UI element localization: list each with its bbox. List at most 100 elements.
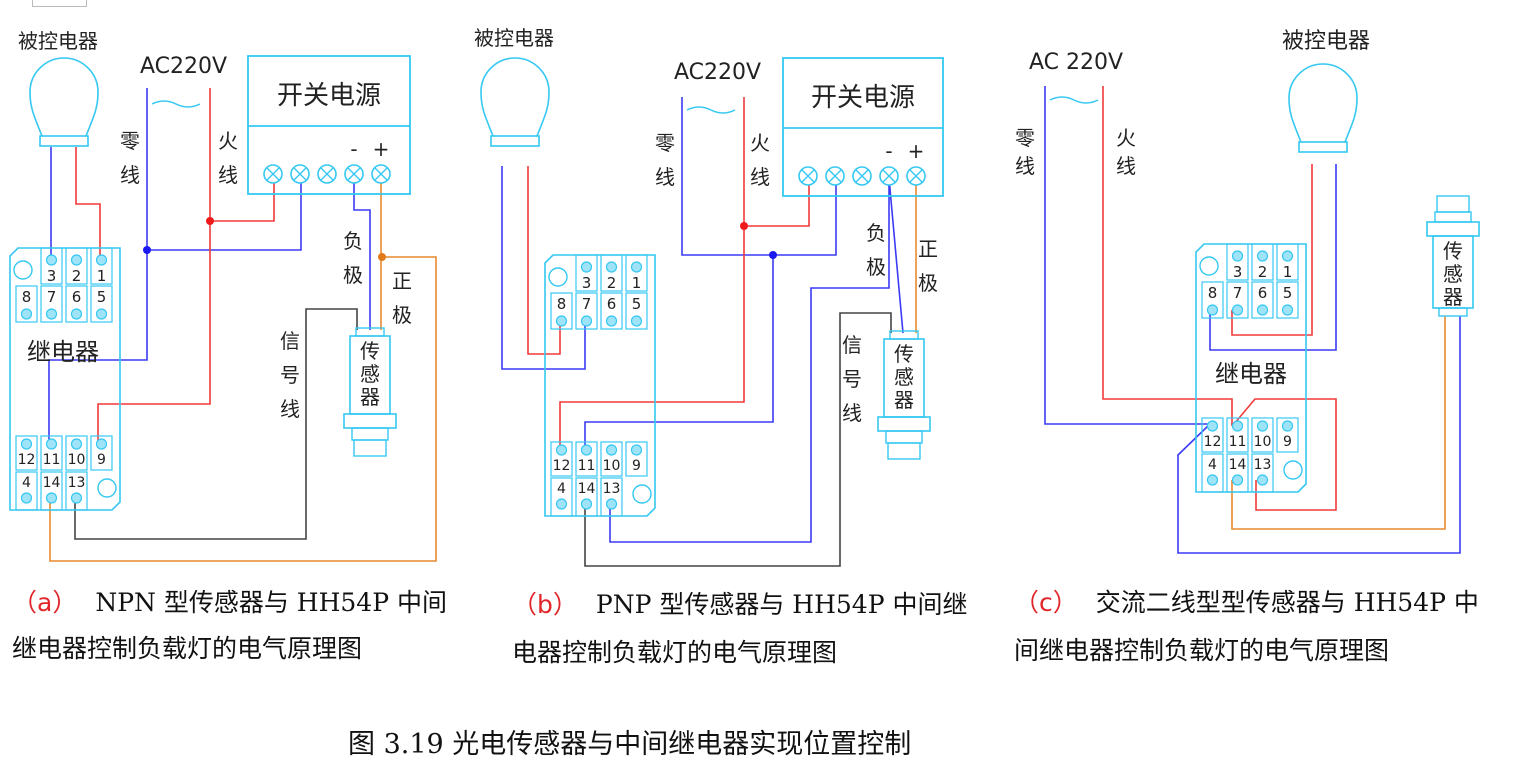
- relay-terminal-cell: [550, 477, 573, 517]
- sensor-nut: [877, 416, 931, 432]
- wire-neutral-psu: [147, 174, 302, 251]
- caption-a-tag: （a）: [12, 588, 78, 617]
- neutral-label: 线: [1015, 154, 1035, 178]
- psu-minus-label: -: [885, 139, 892, 163]
- ac-wave-icon: [686, 106, 736, 114]
- relay-terminal-cell: [40, 285, 63, 323]
- wire-signal: [584, 312, 892, 567]
- sensor-nut: [1426, 221, 1480, 237]
- load-label: 被控电器: [1282, 29, 1370, 54]
- junction-dot: [378, 253, 386, 261]
- relay-terminal-cell: [1226, 281, 1249, 319]
- junction-dot: [769, 251, 777, 259]
- live-label: 火: [750, 131, 770, 155]
- negative-pole-label: 极: [866, 255, 886, 279]
- positive-pole-label: 极: [918, 271, 938, 295]
- live-label: 线: [1116, 154, 1136, 178]
- relay-pin-label: 9: [97, 452, 106, 468]
- sensor-label: 感: [894, 365, 914, 389]
- relay-pin-label: 1: [632, 274, 642, 292]
- psu-title: 开关电源: [811, 83, 915, 113]
- signal-line-label: 号: [280, 363, 300, 387]
- terminal-cross-icon: [828, 169, 842, 183]
- relay-pin-label: 14: [43, 475, 61, 491]
- relay-pin-icon: [630, 444, 643, 456]
- relay-label: 继电器: [1215, 360, 1287, 388]
- wire-live: [1102, 86, 1233, 426]
- junction-dot: [740, 222, 748, 230]
- bulb-glass-icon: [1288, 63, 1358, 143]
- load-label: 被控电器: [474, 26, 554, 50]
- relay-pin-icon: [630, 261, 643, 273]
- wire-negative-sensor: [888, 177, 904, 334]
- relay-pin-icon: [1231, 304, 1244, 316]
- relay-pin-label: 6: [72, 288, 82, 306]
- relay-pin-label: 13: [1254, 457, 1272, 473]
- live-label: 线: [218, 163, 238, 187]
- relay-body: [9, 247, 121, 511]
- relay-pin-icon: [605, 444, 618, 456]
- relay-pin-icon: [45, 254, 58, 266]
- relay-pin-icon: [1231, 420, 1244, 432]
- ac-wave-icon: [1049, 96, 1099, 104]
- relay-pin-icon: [45, 438, 58, 450]
- wire-neutral: [1044, 86, 1208, 425]
- relay-pin-icon: [580, 315, 593, 327]
- relay-hole-icon: [13, 260, 33, 280]
- terminal-cross-icon: [882, 169, 896, 183]
- live-label: 线: [750, 165, 770, 189]
- load-label: 被控电器: [18, 29, 98, 53]
- psu-title: 开关电源: [277, 81, 381, 111]
- relay-terminal-cell: [1251, 281, 1274, 319]
- signal-line-label: 信: [280, 329, 300, 353]
- terminal-cross-icon: [855, 169, 869, 183]
- relay-terminal-cell: [575, 477, 598, 517]
- relay-pin-icon: [1281, 250, 1294, 262]
- wire-neutral-relay: [584, 255, 774, 450]
- bulb-base-icon: [490, 135, 540, 147]
- relay-pin-icon: [1256, 304, 1269, 316]
- relay-pin-label: 7: [582, 295, 592, 313]
- signal-line-label: 号: [842, 367, 862, 391]
- ac-voltage-label: AC220V: [140, 54, 227, 79]
- bulb-base-icon: [1298, 141, 1348, 153]
- wire-live-psu: [210, 174, 275, 222]
- relay-pin-icon: [1206, 304, 1219, 316]
- neutral-label: 线: [655, 165, 675, 189]
- page-corner-mark: [32, 0, 87, 7]
- psu-box: [247, 55, 411, 195]
- wire-sensor-blue: [1177, 316, 1461, 554]
- relay-hole-icon: [1199, 256, 1219, 276]
- relay-pin-label: 4: [1208, 457, 1217, 473]
- negative-pole-label: 负: [866, 221, 886, 245]
- terminal-cross-icon: [909, 169, 923, 183]
- caption-c: （c）交流二线型型传感器与 HH54P 中: [1014, 590, 1479, 615]
- relay-pin-icon: [1256, 250, 1269, 262]
- sensor-neck: [885, 430, 923, 444]
- bulb-c: [1288, 63, 1358, 153]
- relay-pin-label: 8: [557, 295, 567, 313]
- relay-terminal-cell: [600, 254, 623, 292]
- relay-terminal-cell: [625, 441, 648, 477]
- relay-pin-icon: [555, 444, 568, 456]
- wire-negative-relay: [609, 178, 890, 543]
- relay-pin-label: 10: [68, 452, 86, 468]
- relay-terminal-cell: [550, 441, 573, 477]
- relay-terminal-cell: [1251, 243, 1274, 281]
- wire-bulb-live: [75, 147, 101, 260]
- sensor-nut: [343, 413, 397, 429]
- relay-pin-label: 13: [603, 481, 621, 497]
- psu-minus-label: -: [350, 137, 357, 161]
- psu-plus-label: +: [373, 137, 390, 161]
- relay-body: [1195, 243, 1307, 493]
- relay-pin-label: 3: [1233, 263, 1243, 281]
- relay-pin-label: 12: [18, 452, 36, 468]
- sensor-label: 器: [894, 388, 914, 412]
- relay-terminal-cell: [575, 254, 598, 292]
- relay-pin-icon: [1206, 420, 1219, 432]
- relay-hole-icon: [1283, 460, 1303, 480]
- relay-pin-icon: [45, 492, 58, 504]
- relay-terminal-cell: [1226, 243, 1249, 281]
